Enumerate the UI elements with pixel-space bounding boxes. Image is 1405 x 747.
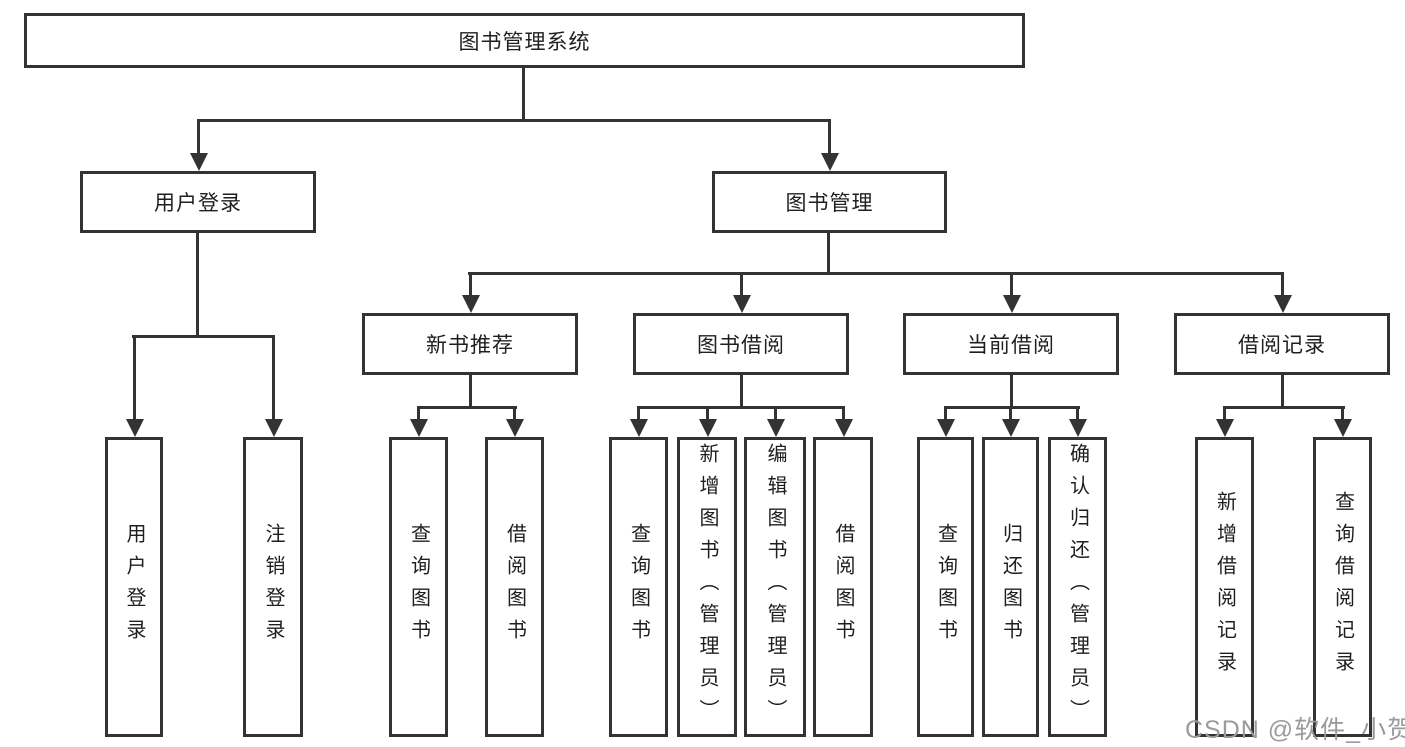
csdn-watermark: CSDN @软件_小贺同学 <box>1185 716 1405 744</box>
edge-arrow-borrow-books-1 <box>513 407 516 419</box>
edge-recommend-stem <box>469 374 472 408</box>
edge-arrow-leaf-user-login <box>133 336 136 419</box>
edge-user-login-bus <box>132 335 275 338</box>
edge-arrow-query-books-1 <box>417 407 420 419</box>
edge-borrow-records-bus <box>1223 406 1345 409</box>
edge-book-management-stem <box>827 232 830 274</box>
edge-root-bus <box>197 119 831 122</box>
leaf-add-borrow-record: 新增借阅记录 <box>1195 437 1254 737</box>
edge-user-login-stem <box>196 232 199 337</box>
leaf-edit-book-admin: 编辑图书（管理员） <box>744 437 806 737</box>
leaf-query-borrow-record: 查询借阅记录 <box>1313 437 1372 737</box>
edge-arrow-query-borrow-record <box>1341 407 1344 419</box>
leaf-borrow-books-recommend: 借阅图书 <box>485 437 544 737</box>
node-book-management: 图书管理 <box>712 171 947 233</box>
edge-arrow-book-management <box>828 120 831 153</box>
edge-arrow-user-login <box>197 120 200 153</box>
edge-borrow-records-stem <box>1281 374 1284 408</box>
leaf-query-books-current: 查询图书 <box>917 437 974 737</box>
edge-arrow-query-books-3 <box>944 407 947 419</box>
edge-arrow-return-book <box>1009 407 1012 419</box>
edge-book-management-bus <box>468 272 1284 275</box>
edge-arrow-current-borrow <box>1010 273 1013 295</box>
leaf-add-book-admin: 新增图书（管理员） <box>677 437 737 737</box>
edge-root-stem <box>522 67 525 121</box>
edge-arrow-edit-book <box>774 407 777 419</box>
edge-arrow-leaf-logout <box>272 336 275 419</box>
edge-current-borrow-stem <box>1010 374 1013 408</box>
edge-arrow-add-borrow-record <box>1223 407 1226 419</box>
node-current-borrow: 当前借阅 <box>903 313 1119 375</box>
leaf-query-books-recommend: 查询图书 <box>389 437 448 737</box>
node-book-borrow: 图书借阅 <box>633 313 849 375</box>
node-library-management-system: 图书管理系统 <box>24 13 1025 68</box>
edge-arrow-borrow-books-2 <box>842 407 845 419</box>
leaf-borrow-books-borrow: 借阅图书 <box>813 437 873 737</box>
leaf-query-books-borrow: 查询图书 <box>609 437 668 737</box>
node-borrow-records: 借阅记录 <box>1174 313 1390 375</box>
edge-recommend-bus <box>417 406 517 409</box>
edge-book-borrow-stem <box>740 374 743 408</box>
node-user-login: 用户登录 <box>80 171 316 233</box>
leaf-user-login: 用户登录 <box>105 437 163 737</box>
leaf-confirm-return-admin: 确认归还（管理员） <box>1048 437 1107 737</box>
edge-arrow-book-borrow <box>740 273 743 295</box>
edge-current-borrow-bus <box>944 406 1080 409</box>
edge-arrow-add-book <box>706 407 709 419</box>
node-new-book-recommend: 新书推荐 <box>362 313 578 375</box>
edge-arrow-new-book-recommend <box>469 273 472 295</box>
leaf-return-book: 归还图书 <box>982 437 1039 737</box>
edge-arrow-confirm-return <box>1076 407 1079 419</box>
edge-book-borrow-bus <box>637 406 845 409</box>
edge-arrow-borrow-records <box>1281 273 1284 295</box>
leaf-logout: 注销登录 <box>243 437 303 737</box>
edge-arrow-query-books-2 <box>637 407 640 419</box>
